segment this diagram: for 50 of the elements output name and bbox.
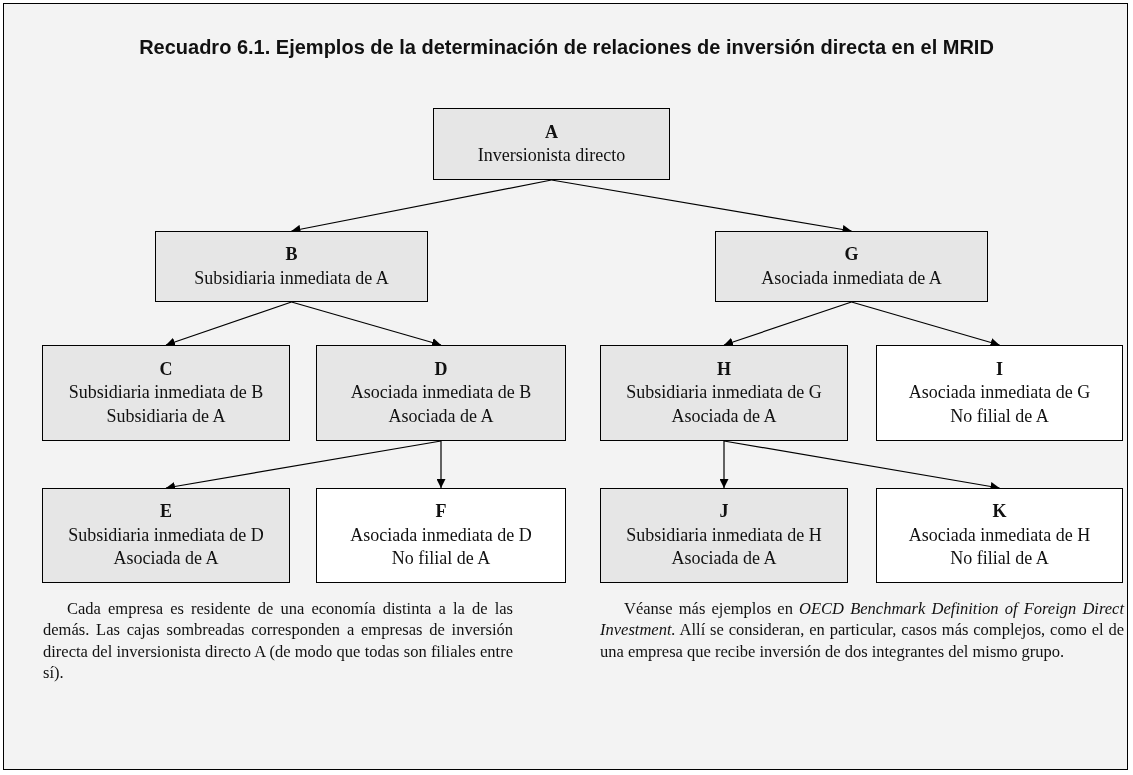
node-text: Asociada inmediata de D xyxy=(350,523,532,547)
node-text: No filial de A xyxy=(391,547,491,571)
company-box xyxy=(600,488,848,583)
node-text: Subsidiaria inmediata de B xyxy=(68,381,264,405)
node-text: Asociada inmediata de A xyxy=(761,266,942,290)
company-box xyxy=(42,488,290,583)
company-box xyxy=(155,231,428,302)
arrow xyxy=(719,440,729,489)
node-letter: B xyxy=(285,243,298,267)
arrow xyxy=(165,301,293,347)
node-text: Asociada inmediata de H xyxy=(908,523,1091,547)
company-box xyxy=(715,231,988,302)
node-letter: E xyxy=(160,500,172,524)
node-letter: A xyxy=(545,120,558,144)
company-box xyxy=(876,488,1123,583)
note-paragraph: Véanse más ejemplos en OECD Benchmark Definition of Foreign Direct Investment. Allí se consideran, en particular, casos más complejos, como el de una empresa que recibe inversión de dos integrantes del mismo grupo. xyxy=(600,598,1124,663)
node-text: Asociada de A xyxy=(388,404,494,428)
company-box xyxy=(600,345,848,441)
node-text: Inversionista directo xyxy=(477,144,626,167)
node-text: Subsidiaria inmediata de A xyxy=(194,266,389,290)
node-text: Subsidiaria inmediata de H xyxy=(626,523,822,547)
node-text: Subsidiaria inmediata de D xyxy=(68,523,264,547)
company-box xyxy=(42,345,290,441)
node-text: No filial de A xyxy=(950,547,1049,571)
arrow xyxy=(723,301,853,347)
node-text: Asociada de A xyxy=(113,547,219,571)
node-letter: H xyxy=(717,357,731,381)
node-text: Asociada de A xyxy=(671,404,777,428)
node-letter: G xyxy=(844,243,859,267)
note-paragraph: Cada empresa es residente de una economía distinta a la de las demás. Las cajas sombreadas corresponden a empresas de inversión directa del inversionista directo A (de modo que todas son filiales entre sí). xyxy=(43,598,513,684)
title: Recuadro 6.1. Ejemplos de la determinación de relaciones de inversión directa en el MRID xyxy=(138,36,995,59)
company-box xyxy=(876,345,1123,441)
node-text: Asociada inmediata de G xyxy=(908,381,1091,405)
arrow xyxy=(436,440,446,489)
company-box xyxy=(433,108,670,180)
arrow xyxy=(290,301,442,347)
company-box xyxy=(316,345,566,441)
node-text: No filial de A xyxy=(950,404,1049,428)
node-letter: D xyxy=(434,357,448,381)
company-box xyxy=(316,488,566,583)
node-text: Asociada inmediata de B xyxy=(350,381,532,405)
node-letter: F xyxy=(435,500,447,524)
node-letter: J xyxy=(719,500,729,524)
node-letter: I xyxy=(996,357,1003,381)
node-text: Subsidiaria de A xyxy=(106,404,226,428)
node-text: Subsidiaria inmediata de G xyxy=(626,381,822,405)
arrow xyxy=(850,301,1001,347)
node-text: Asociada de A xyxy=(671,547,777,571)
node-letter: K xyxy=(992,500,1007,524)
node-letter: C xyxy=(159,357,173,381)
